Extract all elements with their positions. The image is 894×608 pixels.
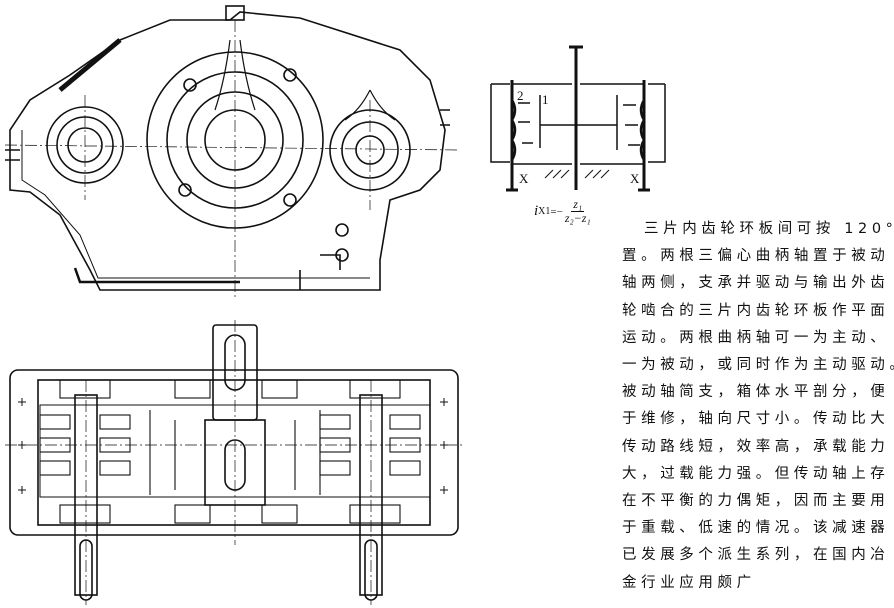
crank-x-left-label: X xyxy=(519,171,529,186)
gear-1-label: 1 xyxy=(542,92,549,107)
crank-x-right-label: X xyxy=(630,171,640,186)
text-line: 于重载、低速的情况。该减速器 xyxy=(622,520,890,537)
text-line: 轴两侧，支承并驱动与输出外齿 xyxy=(622,275,890,292)
text-line: 一为被动，或同时作为主动驱动。 xyxy=(622,357,894,374)
text-line: 金行业应用颇广 xyxy=(622,574,756,591)
text-line: 被动轴简支，箱体水平剖分，便 xyxy=(622,384,890,401)
front-view-drawing xyxy=(4,5,461,300)
text-line: 置。两根三偏心曲柄轴置于被动 xyxy=(622,248,890,265)
gear-2-label: 2 xyxy=(517,88,524,103)
text-line: 传动路线短，效率高，承载能力 xyxy=(622,438,890,455)
text-line: 运动。两根曲柄轴可一为主动、 xyxy=(622,329,890,346)
ratio-symbol: i xyxy=(534,203,539,219)
description-paragraph: 三片内齿轮环板间可按 120° 布 置。两根三偏心曲柄轴置于被动 轴两侧，支承并… xyxy=(622,216,894,597)
kinematic-schematic xyxy=(490,45,666,192)
fraction: z₁ z₂−z₁ xyxy=(565,198,591,225)
text-line: 在不平衡的力偶矩，因而主要用 xyxy=(622,493,890,510)
text-line: 三片内齿轮环板间可按 120° 布 xyxy=(644,221,894,237)
ratio-subscript: X1 xyxy=(538,206,551,217)
text-line: 已发展多个派生系列，在国内冶 xyxy=(622,547,890,564)
transmission-ratio-formula: i X1 =− z₁ z₂−z₁ xyxy=(534,198,591,225)
text-line: 大，过载能力强。但传动轴上存 xyxy=(622,465,890,482)
text-line: 于维修，轴向尺寸小。传动比大 xyxy=(622,411,890,428)
numerator: z₁ xyxy=(571,197,585,212)
denominator: z₂−z₁ xyxy=(564,211,591,225)
text-line: 轮啮合的三片内齿轮环板作平面 xyxy=(622,302,890,319)
plan-section-drawing xyxy=(5,320,465,605)
equals-sign: =− xyxy=(550,205,563,218)
